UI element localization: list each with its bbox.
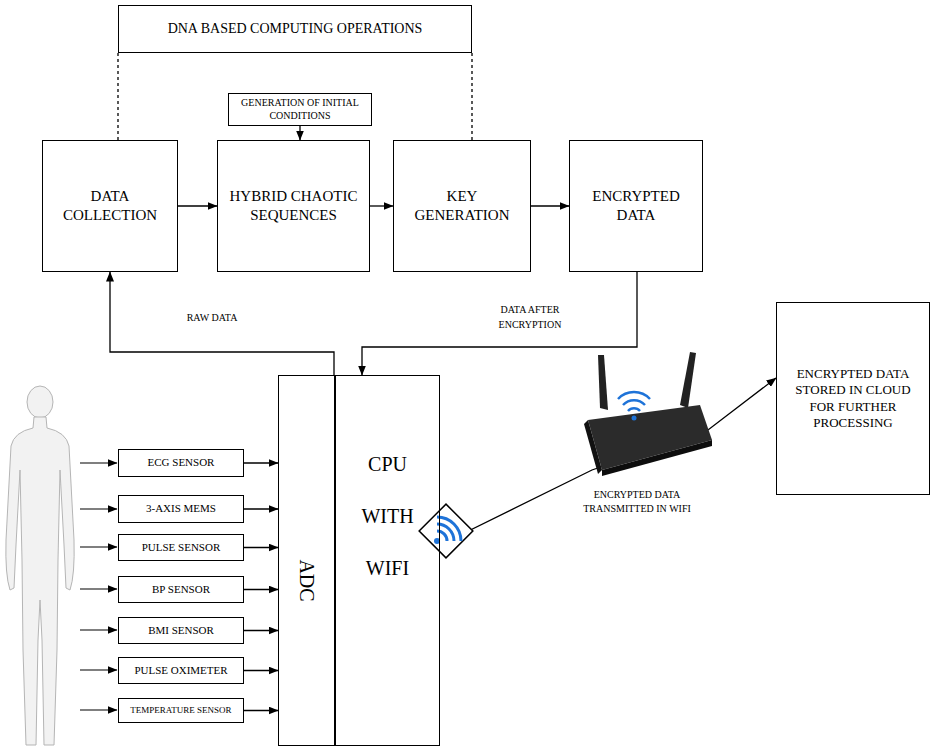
cpu-box: CPU WITH WIFI: [335, 375, 440, 746]
box-text: KEY GENERATION: [400, 187, 524, 225]
connector: [110, 272, 334, 375]
edge-label: RAW DATA: [165, 310, 259, 325]
connector: [244, 508, 278, 509]
connector: [244, 547, 278, 548]
sensor-box: BMI SENSOR: [118, 617, 244, 644]
connector: [299, 126, 300, 140]
process-box: KEY GENERATION: [393, 140, 531, 272]
sensor-box: PULSE OXIMETER: [118, 657, 244, 684]
box-text: TEMPERATURE SENSOR: [130, 705, 231, 716]
box-text: ENCRYPTED DATA: [576, 187, 696, 225]
wifi-icon: [419, 504, 473, 558]
connector: [244, 462, 278, 463]
connector: [244, 630, 278, 631]
human-figure: [6, 386, 74, 745]
connector: [178, 205, 217, 206]
box-text: CPU WITH WIFI: [356, 438, 419, 594]
cloud-box: ENCRYPTED DATA STORED IN CLOUD FOR FURTH…: [776, 302, 930, 495]
box-text: BP SENSOR: [152, 583, 210, 597]
box-text: PULSE SENSOR: [142, 541, 221, 555]
edge-label: DATA AFTER ENCRYPTION: [478, 302, 582, 332]
sensor-box: TEMPERATURE SENSOR: [118, 698, 244, 723]
box-text: PULSE OXIMETER: [134, 664, 227, 678]
box-text: GENERATION OF INITIAL CONDITIONS: [235, 97, 365, 122]
box-text: HYBRID CHAOTIC SEQUENCES: [224, 187, 363, 225]
connector: [370, 205, 393, 206]
sensor-box: BP SENSOR: [118, 576, 244, 603]
box-text: DNA BASED COMPUTING OPERATIONS: [168, 20, 423, 38]
process-box: ENCRYPTED DATA: [569, 140, 703, 272]
connector: [440, 378, 776, 545]
process-box: HYBRID CHAOTIC SEQUENCES: [217, 140, 370, 272]
connector: [117, 53, 118, 140]
adc-box: ADC: [278, 375, 335, 746]
box-text: ADC: [294, 559, 319, 601]
caption-label: ENCRYPTED DATA TRANSMITTED IN WIFI: [560, 488, 714, 516]
box-text: ENCRYPTED DATA STORED IN CLOUD FOR FURTH…: [783, 366, 923, 431]
connector: [244, 670, 278, 671]
connector: [244, 710, 278, 711]
sensor-box: PULSE SENSOR: [118, 534, 244, 561]
connector: [244, 589, 278, 590]
router-illustration: [584, 352, 712, 476]
group-box: DNA BASED COMPUTING OPERATIONS: [118, 5, 472, 53]
sensor-box: ECG SENSOR: [118, 449, 244, 477]
connector: [362, 272, 637, 375]
connector: [471, 53, 472, 140]
box-text: ECG SENSOR: [148, 456, 215, 470]
process-box: DATA COLLECTION: [42, 140, 178, 272]
box-text: 3-AXIS MEMS: [146, 502, 216, 516]
connector: [531, 205, 569, 206]
box-text: BMI SENSOR: [148, 624, 214, 638]
sensor-box: 3-AXIS MEMS: [118, 495, 244, 523]
body-sensor-arrows: [80, 463, 117, 710]
process-box: GENERATION OF INITIAL CONDITIONS: [228, 93, 372, 126]
box-text: DATA COLLECTION: [49, 187, 171, 225]
